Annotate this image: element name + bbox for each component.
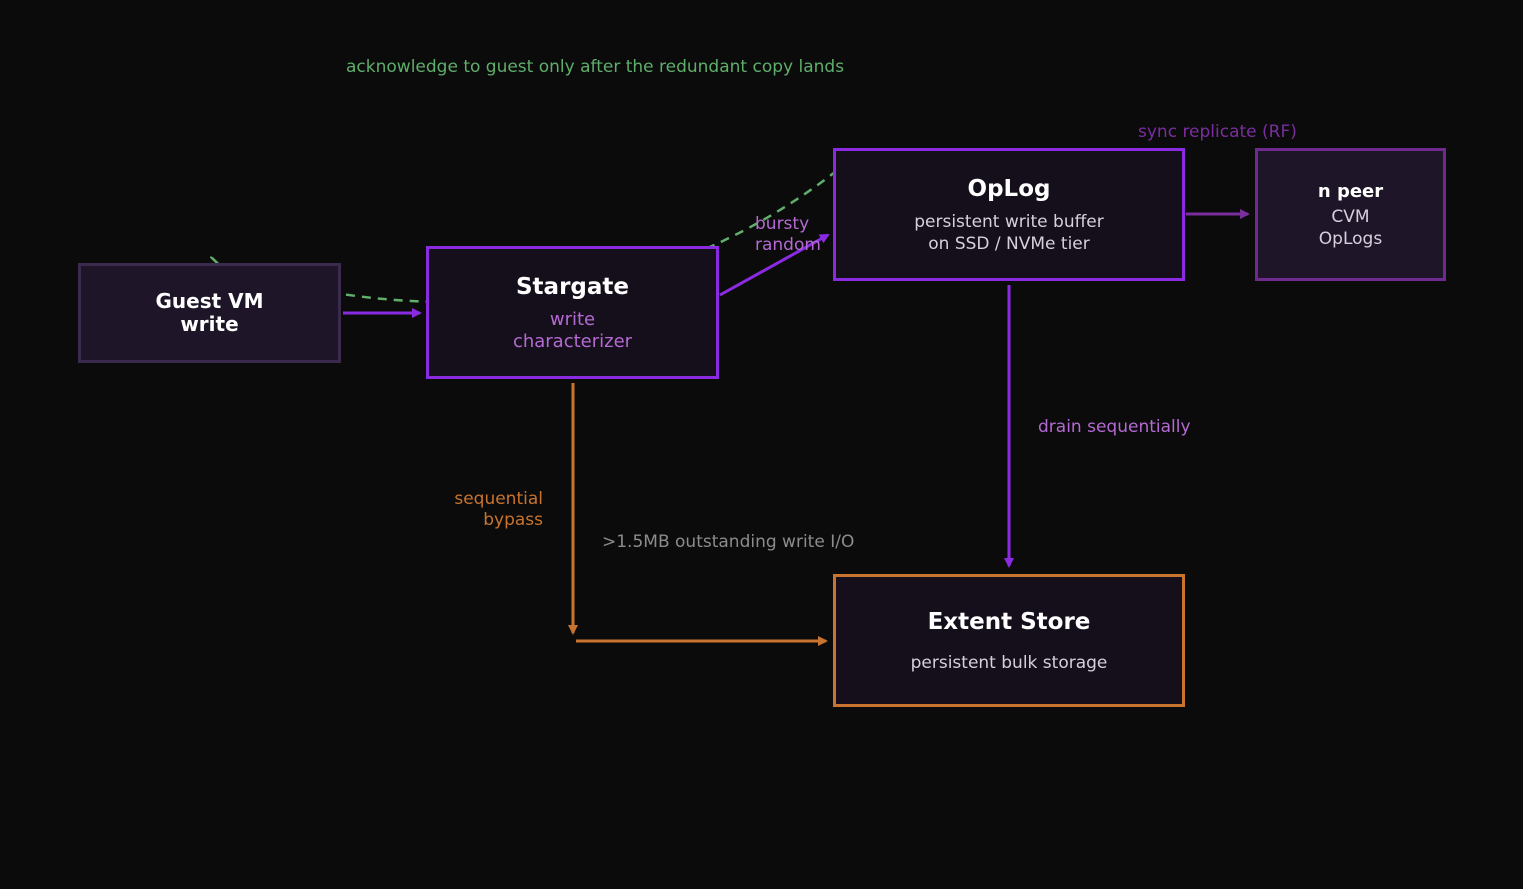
oplog-sub-line1: persistent write buffer bbox=[914, 211, 1104, 232]
threshold-label: >1.5MB outstanding write I/O bbox=[602, 532, 855, 552]
bursty-line1: bursty bbox=[755, 214, 810, 234]
stargate-sub-line2: characterizer bbox=[512, 330, 633, 352]
peer-title: n peer bbox=[1317, 180, 1384, 202]
extent-store-node: Extent Store persistent bulk storage bbox=[833, 574, 1185, 707]
stargate-sub-line1: write bbox=[549, 308, 596, 330]
oplog-title: OpLog bbox=[967, 175, 1051, 202]
guest-vm-title: Guest VM bbox=[155, 289, 264, 313]
oplog-node: OpLog persistent write buffer on SSD / N… bbox=[833, 148, 1185, 281]
extent-title: Extent Store bbox=[927, 608, 1091, 635]
guest-vm-title-line2: write bbox=[180, 312, 239, 336]
stargate-node: Stargate write characterizer bbox=[426, 246, 719, 379]
guest-vm-node: Guest VM write bbox=[78, 263, 341, 363]
extent-sub: persistent bulk storage bbox=[910, 652, 1108, 673]
peer-sub-line2: OpLogs bbox=[1318, 228, 1383, 249]
peer-oplog-node: n peer CVM OpLogs bbox=[1255, 148, 1446, 281]
sequential-line2: bypass bbox=[483, 510, 543, 530]
edge-stargate-to-oplog bbox=[719, 233, 830, 297]
bursty-line2: random bbox=[755, 235, 821, 255]
oplog-sub-line2: on SSD / NVMe tier bbox=[928, 233, 1090, 254]
ack-edge-label: acknowledge to guest only after the redu… bbox=[346, 57, 845, 77]
sequential-line1: sequential bbox=[454, 489, 543, 509]
sync-edge-label: sync replicate (RF) bbox=[1138, 122, 1297, 142]
bursty-edge-label: bursty random bbox=[755, 214, 821, 256]
drain-edge-label: drain sequentially bbox=[1038, 417, 1191, 437]
peer-sub-line1: CVM bbox=[1331, 206, 1370, 227]
sequential-edge-label: sequential bypass bbox=[454, 489, 543, 531]
stargate-title: Stargate bbox=[515, 273, 629, 300]
